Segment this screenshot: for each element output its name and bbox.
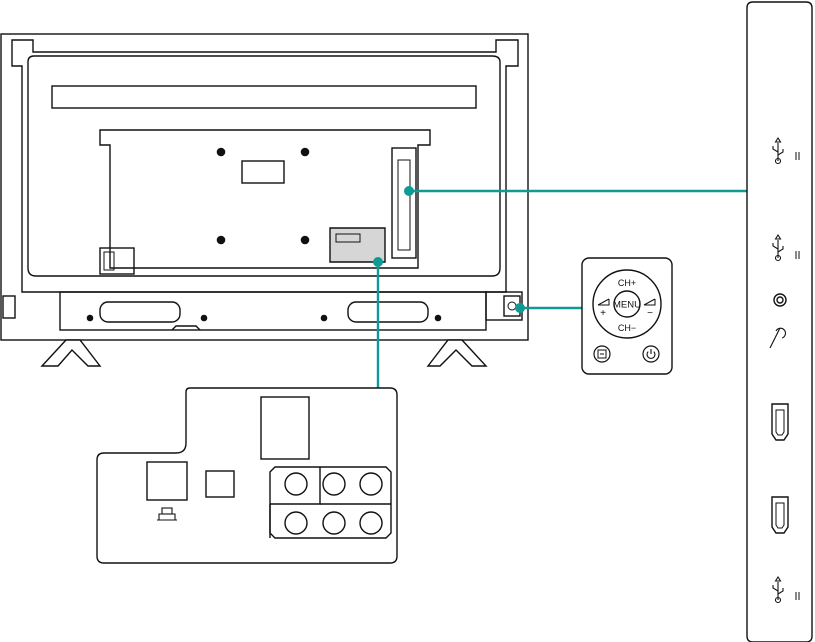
back-panel-zoom	[97, 388, 397, 563]
control-pad-zoom: MENU CH+ CH− + −	[582, 258, 672, 374]
tv-rear-view	[1, 34, 528, 366]
power-button[interactable]	[643, 346, 659, 362]
stand-left	[42, 340, 100, 366]
ch-down-label[interactable]: CH−	[618, 323, 636, 333]
vol-minus-label: −	[647, 308, 653, 319]
side-panel-outline	[747, 2, 812, 642]
tv-bezel	[1, 34, 528, 340]
back-panel-outline	[97, 388, 397, 563]
menu-label: MENU	[613, 300, 641, 311]
vol-plus-label: +	[600, 308, 606, 319]
stand-right	[428, 340, 486, 366]
input-source-button[interactable]	[594, 346, 610, 362]
rear-port-block	[330, 228, 385, 262]
ch-up-label[interactable]: CH+	[618, 278, 636, 288]
side-panel-zoom	[747, 2, 812, 642]
